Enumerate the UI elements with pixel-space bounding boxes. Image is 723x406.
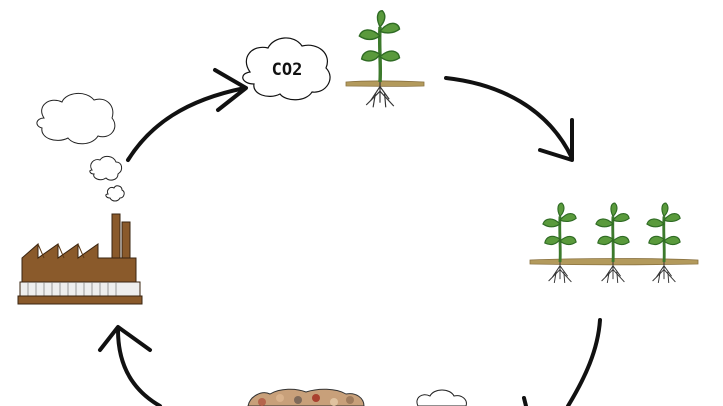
crowd-icon [247, 388, 365, 406]
large-smoke-cloud [36, 93, 116, 145]
arrow-crowd-to-factory [116, 328, 162, 406]
cycle-arrows [98, 68, 602, 406]
arrowhead-factory [98, 325, 152, 352]
cloud-icon [416, 389, 467, 406]
smoke-clouds [36, 93, 125, 202]
co2-cloud-icon: CO2 [242, 37, 331, 101]
plant-row-icon [529, 201, 699, 285]
arrowhead-row [538, 118, 574, 162]
co2-label: CO2 [272, 60, 303, 80]
arrow-plant-to-row [444, 76, 574, 160]
arrowhead-bottom [522, 396, 528, 406]
medium-smoke-cloud [89, 155, 123, 181]
plant-icon [345, 8, 425, 110]
arrow-row-to-bottom [566, 318, 602, 406]
factory-icon [17, 213, 143, 305]
arrow-factory-to-co2 [126, 86, 247, 162]
arrowhead-co2 [213, 68, 248, 112]
small-smoke-cloud [105, 185, 125, 202]
